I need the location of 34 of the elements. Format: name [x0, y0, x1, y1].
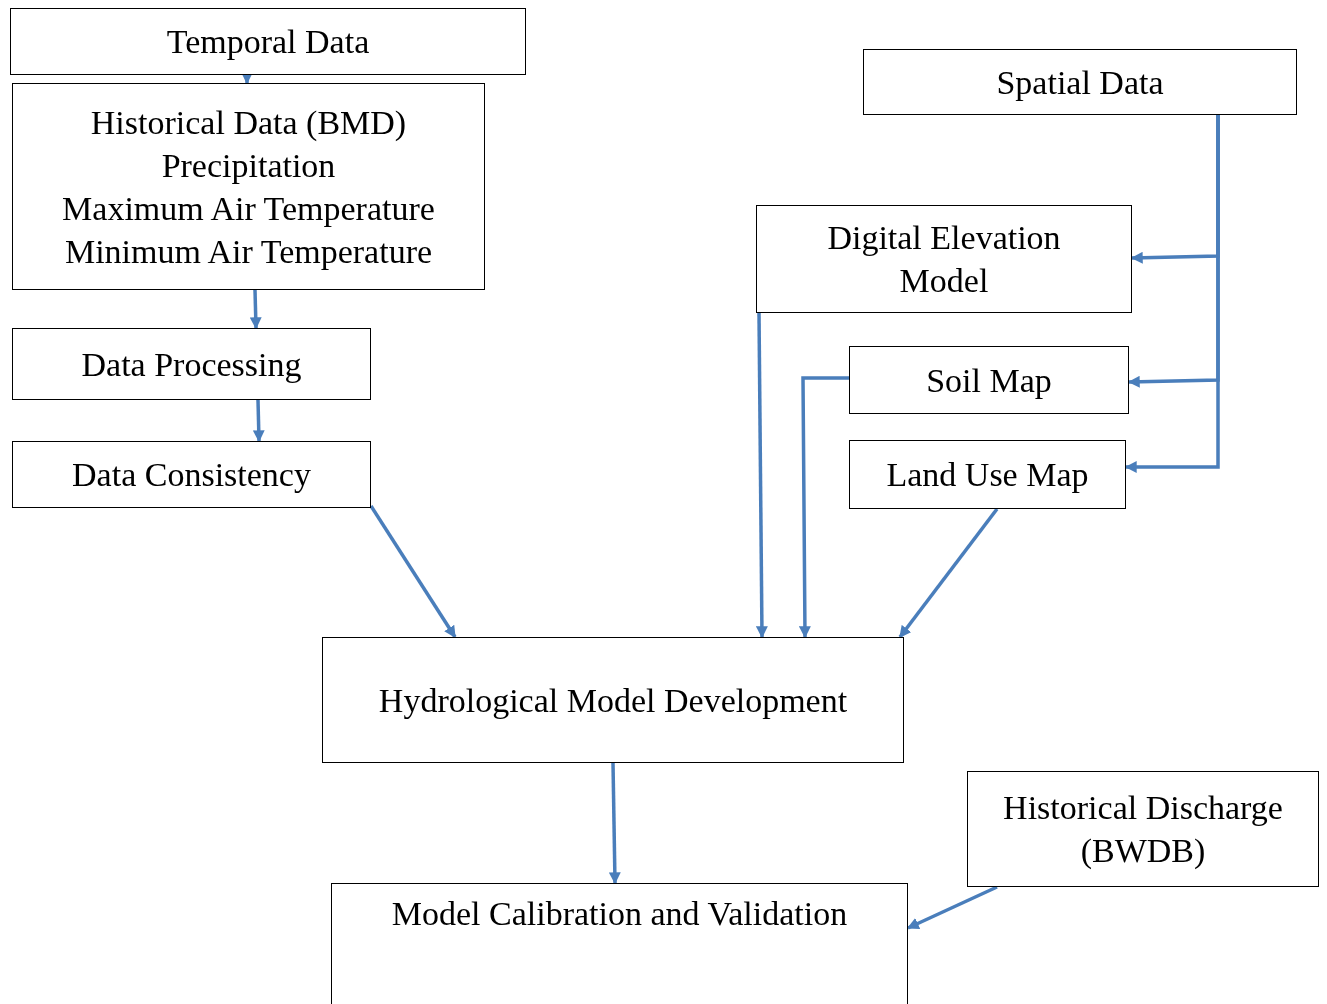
box-text: Spatial Data	[996, 62, 1164, 103]
process-box	[849, 346, 1129, 414]
arrow	[249, 289, 262, 330]
box-text: Minimum Air Temperature	[64, 231, 433, 272]
arrow	[898, 507, 999, 639]
arrow	[608, 762, 621, 885]
process-box	[967, 771, 1319, 887]
process-box	[756, 205, 1132, 313]
process-box	[863, 49, 1297, 115]
arrow	[755, 313, 768, 639]
process-box	[12, 83, 485, 290]
box-text: Data Consistency	[72, 455, 311, 495]
arrow	[369, 505, 457, 638]
box-text: Hydrological Model Development	[378, 680, 848, 721]
process-box	[331, 883, 908, 1004]
box-text: Land Use Map	[886, 455, 1089, 495]
box-text: Historical Discharge (BWDB)	[1002, 788, 1284, 871]
arrow	[798, 376, 849, 639]
box-text: Temporal Data	[166, 22, 370, 62]
process-box	[12, 328, 371, 400]
box-text: Precipitation	[161, 145, 336, 186]
box-text: Model Calibration and Validation	[391, 894, 848, 934]
arrow	[906, 885, 998, 930]
box-text: Historical Data (BMD)	[90, 102, 407, 143]
process-box	[849, 440, 1126, 509]
process-box	[10, 8, 526, 75]
arrow	[252, 399, 265, 443]
process-box	[322, 637, 904, 763]
box-text: Soil Map	[926, 360, 1052, 401]
arrow	[1124, 115, 1220, 473]
box-text: Data Processing	[81, 344, 302, 385]
box-text: Maximum Air Temperature	[62, 188, 435, 229]
box-text: Digital Elevation Model	[826, 218, 1062, 301]
process-box	[12, 441, 371, 508]
